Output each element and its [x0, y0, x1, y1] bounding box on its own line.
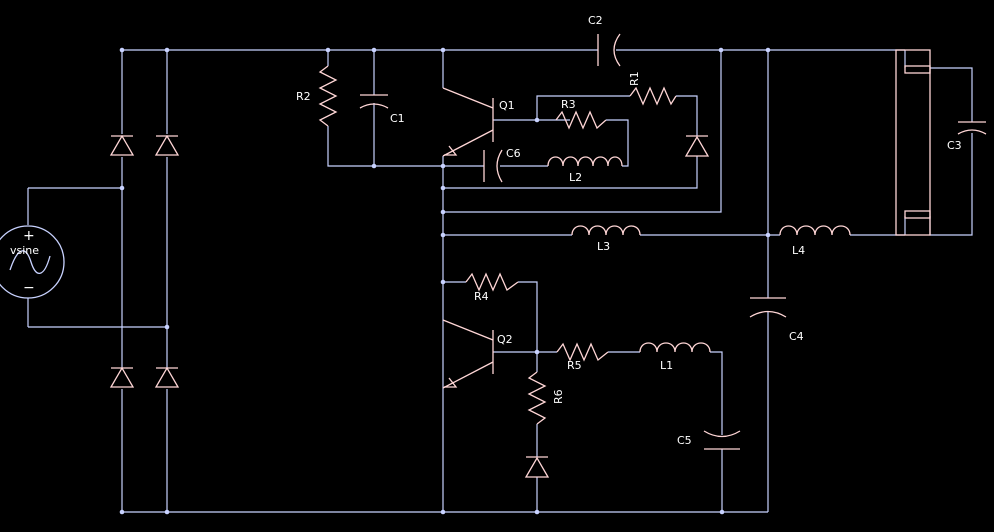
- label-r6: R6: [552, 389, 565, 404]
- label-c4: C4: [789, 330, 804, 343]
- diode-q2-branch: [524, 456, 550, 478]
- label-r4: R4: [474, 290, 489, 303]
- fluorescent-lamp: [895, 49, 931, 236]
- resistor-r1: R1: [628, 71, 677, 106]
- label-c1: C1: [390, 112, 405, 125]
- label-c2: C2: [588, 14, 603, 27]
- label-c5: C5: [677, 434, 692, 447]
- source-minus-sign: −: [23, 280, 35, 296]
- resistor-r5: R5: [556, 342, 609, 372]
- capacitor-c1: C1: [359, 94, 405, 125]
- label-l2: L2: [569, 171, 582, 184]
- resistor-r6: R6: [527, 371, 565, 425]
- diode-q1-branch: [684, 135, 710, 157]
- label-r3: R3: [561, 98, 576, 111]
- capacitor-c5: C5: [677, 430, 741, 450]
- transistor-q2: Q2: [442, 319, 513, 389]
- label-c3: C3: [947, 139, 962, 152]
- label-r5: R5: [567, 359, 582, 372]
- junction-dots: [119, 47, 771, 515]
- label-r1: R1: [628, 71, 641, 86]
- capacitor-c4: C4: [749, 297, 804, 343]
- capacitor-c6: C6: [483, 147, 521, 183]
- resistor-r4: R4: [465, 272, 519, 303]
- label-l3: L3: [597, 240, 610, 253]
- label-c6: C6: [506, 147, 521, 160]
- resistor-r2: R2: [296, 65, 338, 127]
- label-r2: R2: [296, 90, 311, 103]
- inductor-l1: L1: [639, 342, 711, 372]
- ac-source-vsine: + − vsine: [0, 225, 65, 299]
- inductor-l3: L3: [571, 225, 641, 253]
- label-q1: Q1: [499, 99, 515, 112]
- inductor-l4: L4: [779, 225, 851, 257]
- label-l1: L1: [660, 359, 673, 372]
- source-plus-sign: +: [23, 228, 35, 244]
- resistor-r3: R3: [555, 98, 607, 130]
- source-label: vsine: [10, 244, 39, 257]
- wires: [27, 49, 973, 513]
- capacitor-c3: C3: [947, 121, 987, 152]
- transistor-q1: Q1: [442, 87, 515, 157]
- bridge-diodes: [109, 134, 180, 388]
- label-l4: L4: [792, 244, 805, 257]
- capacitor-c2: C2: [588, 14, 621, 67]
- label-q2: Q2: [497, 333, 513, 346]
- inductor-l2: L2: [547, 156, 623, 184]
